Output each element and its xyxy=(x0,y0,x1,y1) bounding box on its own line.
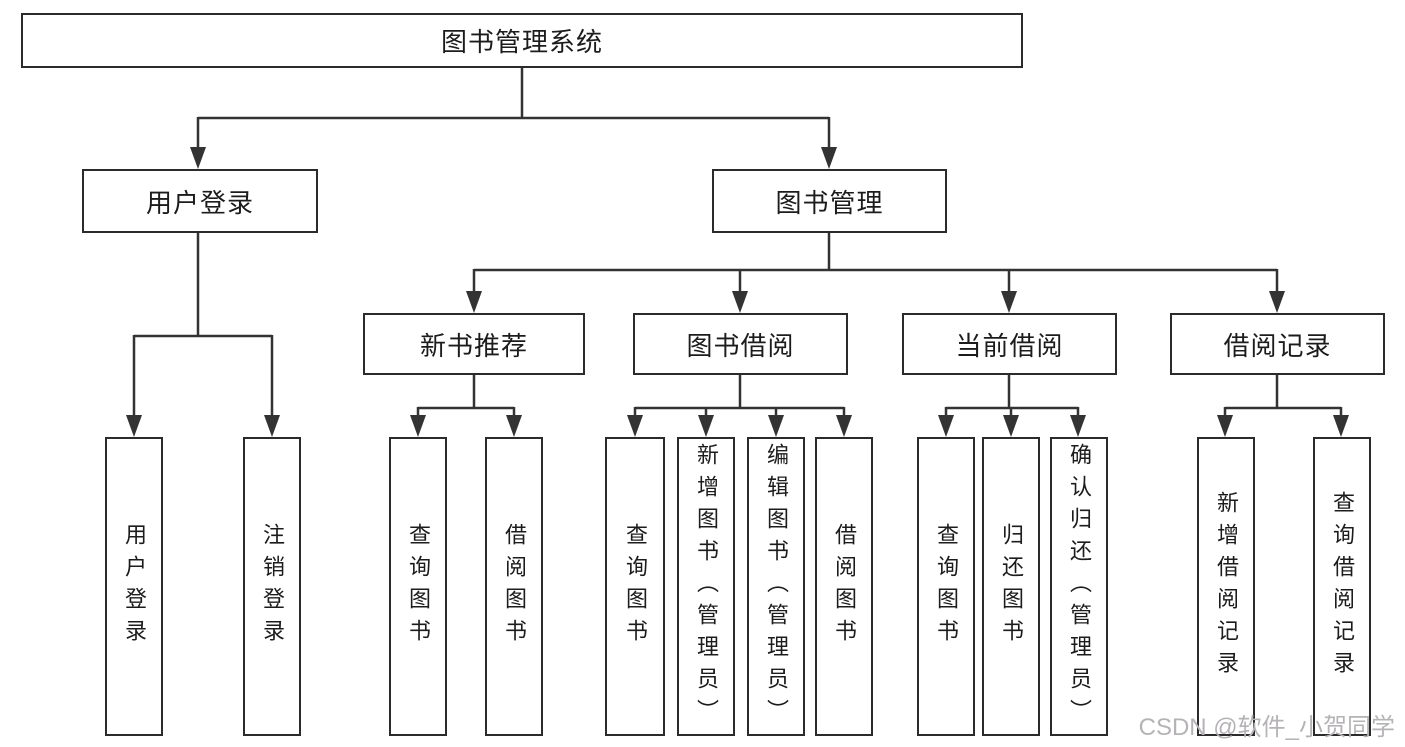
leaf-br-query-record: 查询借阅记录 xyxy=(1313,437,1371,736)
node-user-login-label: 用户登录 xyxy=(145,187,254,218)
leaf-bb-add-books-label: 新增图书（管理员） xyxy=(694,442,719,731)
leaf-bb-query-books: 查询图书 xyxy=(605,437,665,736)
leaf-cb-confirm-return: 确认归还（管理员） xyxy=(1050,437,1108,736)
node-borrow-records: 借阅记录 xyxy=(1170,313,1385,375)
leaf-nbr-query-books: 查询图书 xyxy=(389,437,447,736)
connector-user-login-children xyxy=(126,233,280,437)
leaf-bb-edit-books-label: 编辑图书（管理员） xyxy=(764,442,789,731)
connector-book-management-to-level3 xyxy=(466,233,1285,313)
leaf-nbr-borrow-books: 借阅图书 xyxy=(485,437,543,736)
connector-book-borrow-children xyxy=(627,375,852,437)
leaf-user-login: 用户登录 xyxy=(105,437,163,736)
leaf-bb-edit-books: 编辑图书（管理员） xyxy=(747,437,805,736)
leaf-cb-query-books: 查询图书 xyxy=(917,437,975,736)
leaf-bb-add-books: 新增图书（管理员） xyxy=(677,437,735,736)
node-root-label: 图书管理系统 xyxy=(440,27,603,57)
node-root: 图书管理系统 xyxy=(21,13,1023,68)
connector-borrow-records-children xyxy=(1217,375,1349,437)
node-new-book-recommend-label: 新书推荐 xyxy=(419,330,528,361)
node-book-borrow: 图书借阅 xyxy=(633,313,848,375)
leaf-br-add-record: 新增借阅记录 xyxy=(1197,437,1255,736)
leaf-logout-label: 注销登录 xyxy=(260,522,285,651)
connector-root-to-level2 xyxy=(190,68,837,169)
node-user-login: 用户登录 xyxy=(82,169,318,233)
node-new-book-recommend: 新书推荐 xyxy=(363,313,585,375)
node-book-management-label: 图书管理 xyxy=(775,187,884,218)
leaf-cb-confirm-return-label: 确认归还（管理员） xyxy=(1067,442,1092,731)
node-book-management: 图书管理 xyxy=(712,169,947,233)
leaf-br-query-record-label: 查询借阅记录 xyxy=(1330,490,1355,683)
node-book-borrow-label: 图书借阅 xyxy=(686,330,795,361)
leaf-br-add-record-label: 新增借阅记录 xyxy=(1214,490,1239,683)
leaf-cb-return-books: 归还图书 xyxy=(982,437,1040,736)
leaf-bb-query-books-label: 查询图书 xyxy=(623,522,648,651)
leaf-bb-borrow-books: 借阅图书 xyxy=(815,437,873,736)
connector-current-borrow-children xyxy=(938,375,1086,437)
leaf-bb-borrow-books-label: 借阅图书 xyxy=(832,522,857,651)
watermark: CSDN @软件_小贺同学 xyxy=(1138,714,1395,741)
node-borrow-records-label: 借阅记录 xyxy=(1223,330,1332,361)
leaf-logout: 注销登录 xyxy=(243,437,301,736)
leaf-nbr-borrow-books-label: 借阅图书 xyxy=(502,522,527,651)
leaf-user-login-label: 用户登录 xyxy=(122,522,147,651)
leaf-cb-return-books-label: 归还图书 xyxy=(999,522,1024,651)
connector-new-book-recommend-children xyxy=(410,375,522,437)
node-current-borrow: 当前借阅 xyxy=(902,313,1117,375)
leaf-cb-query-books-label: 查询图书 xyxy=(934,522,959,651)
node-current-borrow-label: 当前借阅 xyxy=(955,330,1064,361)
leaf-nbr-query-books-label: 查询图书 xyxy=(406,522,431,651)
